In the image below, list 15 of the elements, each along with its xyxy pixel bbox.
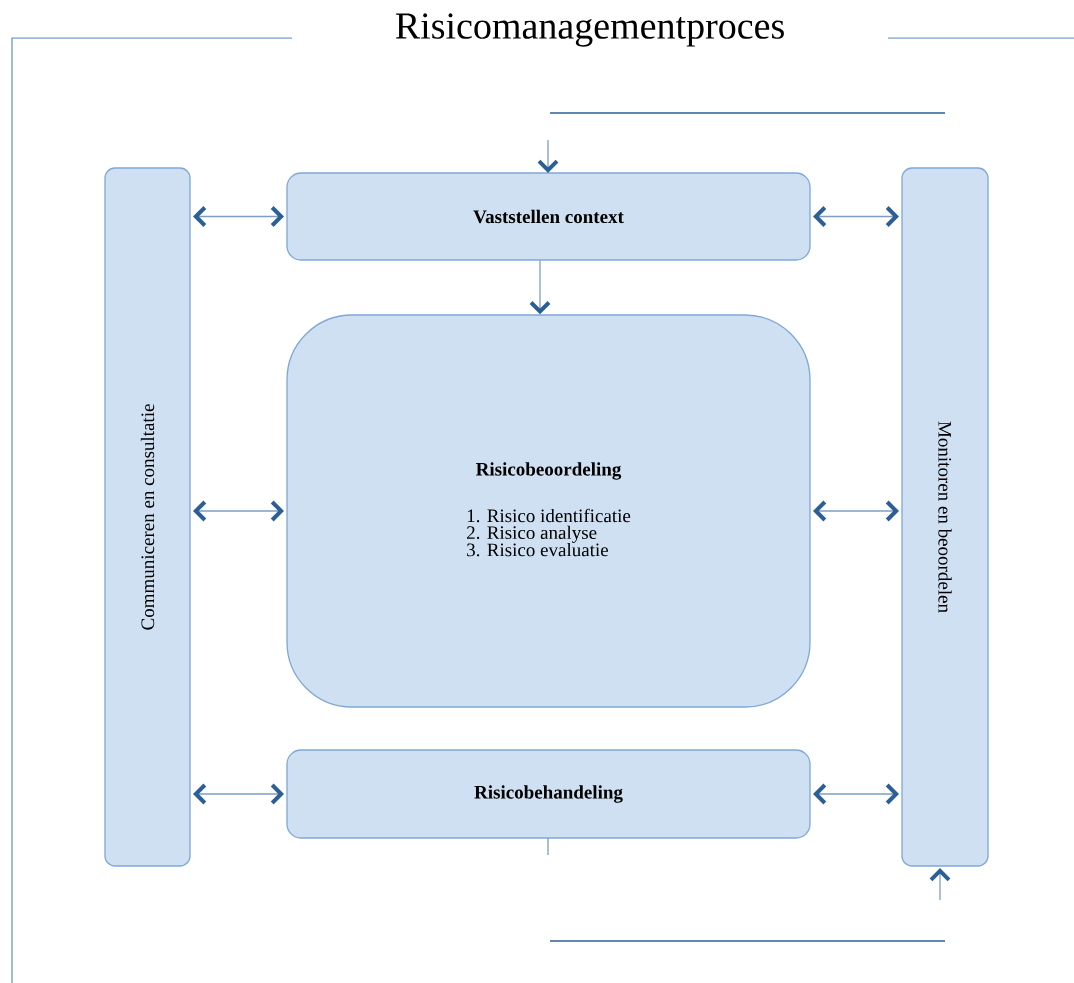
process-box: Risicobehandeling bbox=[286, 749, 811, 839]
double-arrow bbox=[193, 206, 284, 227]
process-box: Risicobeoordeling 1. Risico identificatie 2. Risico analyse 3. Risico evaluatie bbox=[286, 314, 811, 708]
arrow bbox=[929, 868, 951, 901]
process-box: Communiceren en consultatie bbox=[104, 167, 191, 867]
arrow bbox=[537, 139, 559, 173]
double-arrow bbox=[813, 783, 899, 805]
title: Risicomanagementproces bbox=[395, 13, 784, 47]
double-arrow bbox=[813, 500, 899, 522]
arrow bbox=[529, 260, 551, 315]
process-box: Monitoren en beoordelen bbox=[901, 167, 989, 867]
double-arrow bbox=[813, 206, 899, 227]
double-arrow bbox=[193, 500, 284, 522]
double-arrow bbox=[193, 783, 284, 805]
process-box: Vaststellen context bbox=[286, 172, 811, 261]
